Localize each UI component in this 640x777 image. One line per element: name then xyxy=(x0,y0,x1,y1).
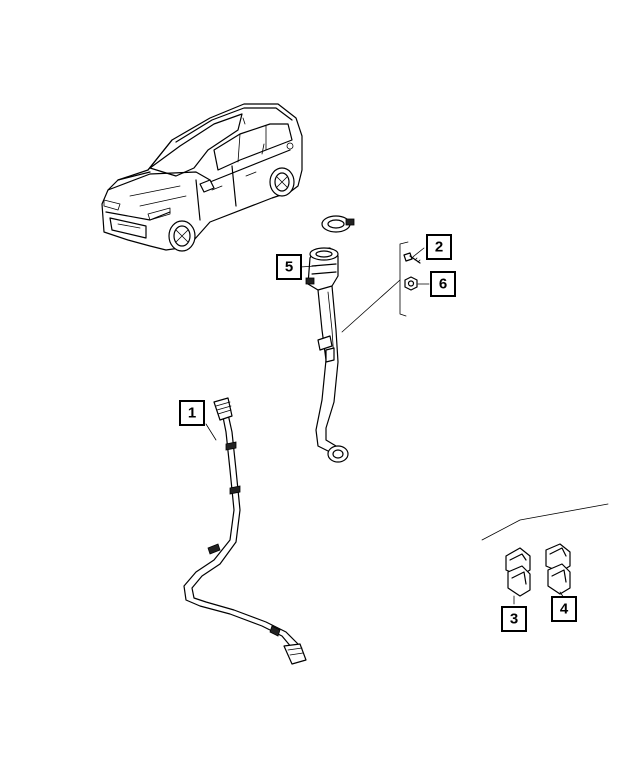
callout-label-4: 4 xyxy=(560,601,569,618)
callout-label-5: 5 xyxy=(285,259,293,276)
hose-clamp-icon xyxy=(321,215,355,233)
callout-label-6: 6 xyxy=(439,276,447,293)
callout-3: 3 xyxy=(501,606,527,632)
clips-group-bracket xyxy=(481,503,609,541)
clip-part-4 xyxy=(545,543,571,599)
callout-label-3: 3 xyxy=(510,611,518,628)
leader-line-5 xyxy=(299,265,317,268)
bolt-part xyxy=(403,252,421,264)
nut-part xyxy=(404,276,418,291)
leader-line-group xyxy=(341,279,401,333)
leader-line-1 xyxy=(205,423,217,441)
callout-1: 1 xyxy=(179,400,205,426)
clip-part-3 xyxy=(505,547,531,605)
callout-6: 6 xyxy=(430,271,456,297)
vehicle-illustration xyxy=(101,103,303,252)
vent-tube xyxy=(183,397,307,665)
fuel-filler-neck xyxy=(305,215,355,463)
callout-label-2: 2 xyxy=(435,239,443,256)
callout-4: 4 xyxy=(551,596,577,622)
callout-5: 5 xyxy=(276,254,302,280)
callout-label-1: 1 xyxy=(188,405,196,422)
callout-2: 2 xyxy=(426,234,452,260)
group-bracket xyxy=(399,241,409,317)
leader-line-2 xyxy=(413,247,425,257)
